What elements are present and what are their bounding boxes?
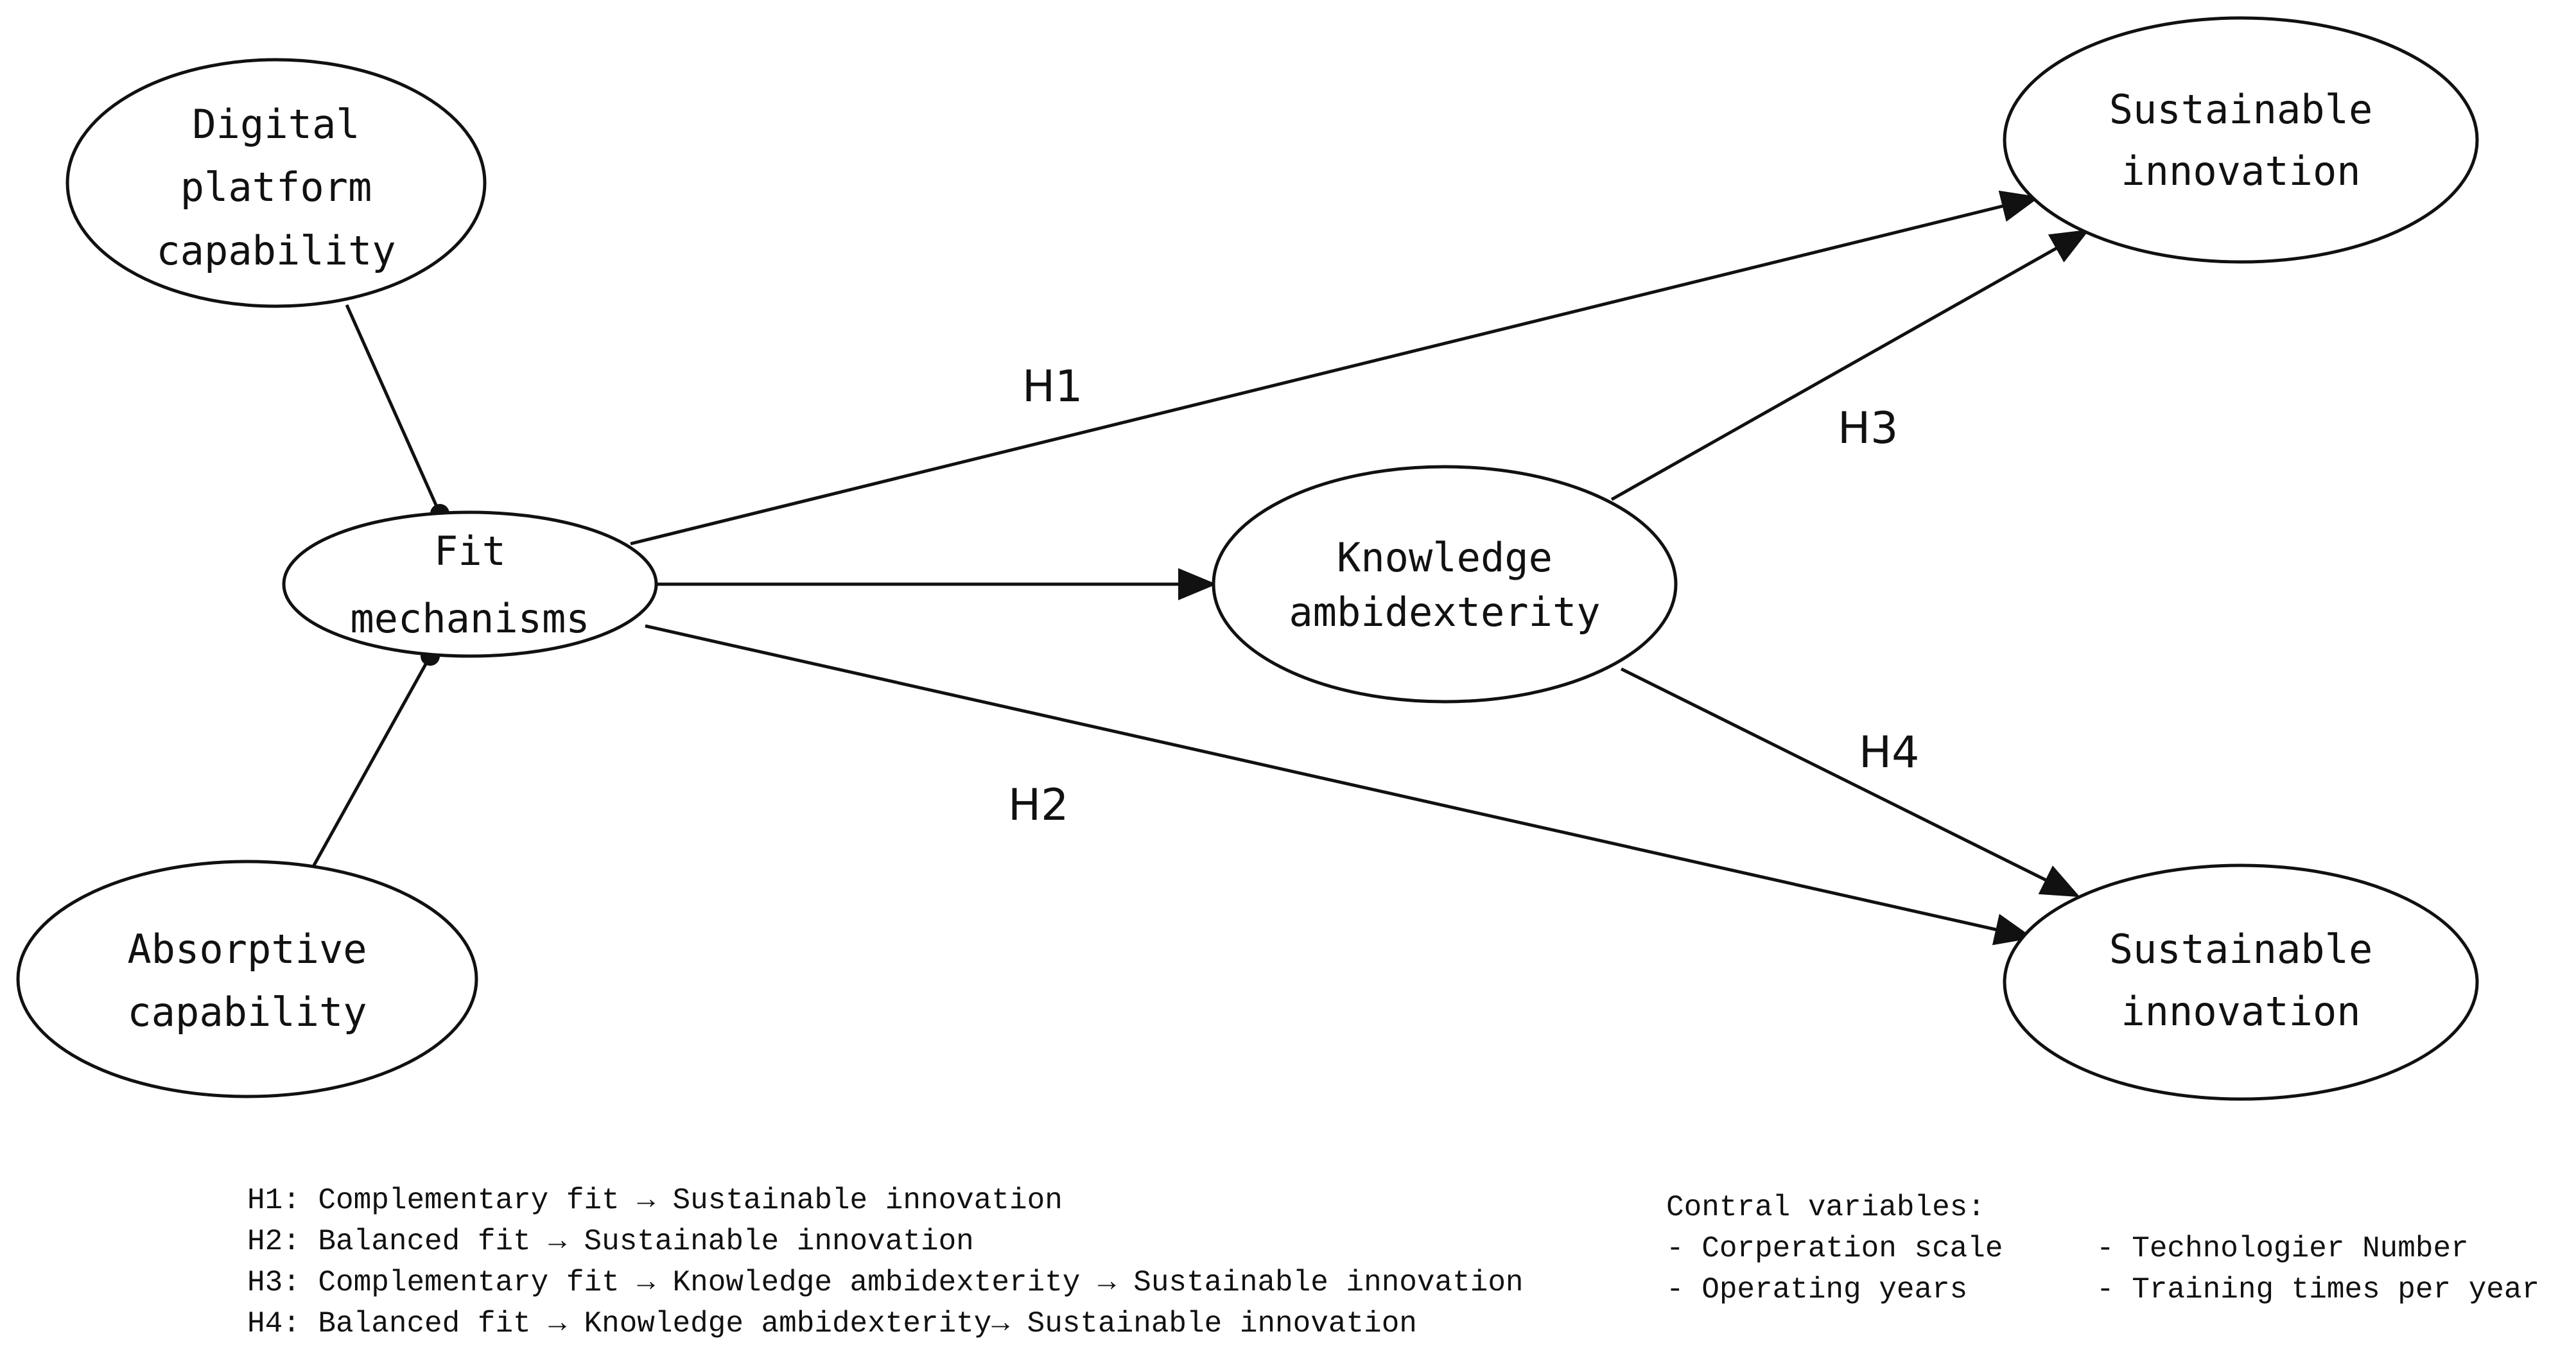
node-absorptive-capability: Absorptive capability bbox=[16, 860, 478, 1098]
edge-absorptive-to-fit bbox=[309, 655, 432, 871]
node-sustainable-innovation-bottom: Sustainable innovation bbox=[2003, 863, 2479, 1101]
legend-h1: H1: Complementary fit → Sustainable inno… bbox=[247, 1184, 1063, 1217]
node-knowledge-line-2: ambidexterity bbox=[1289, 589, 1600, 636]
node-fit-line-2: mechanisms bbox=[350, 595, 589, 642]
node-knowledge-ambidexterity: Knowledge ambidexterity bbox=[1212, 465, 1678, 704]
legend-h4: H4: Balanced fit → Knowledge ambidexteri… bbox=[247, 1307, 1417, 1340]
node-digital-platform-capability: Digital platform capability bbox=[65, 58, 487, 308]
edge-label-h4: H4 bbox=[1859, 727, 1919, 778]
node-sustainable-bottom-line-1: Sustainable bbox=[2109, 926, 2373, 973]
edge-h4-knowledge-to-sustainable-bottom bbox=[1620, 667, 2080, 897]
node-digital-platform-line-3: capability bbox=[156, 227, 396, 274]
node-digital-platform-line-2: platform bbox=[180, 164, 372, 211]
control-variable-operating-years: - Operating years bbox=[1666, 1273, 1967, 1306]
control-variables-title: Contral variables: bbox=[1666, 1191, 1985, 1224]
edge-label-h2: H2 bbox=[1008, 780, 1068, 831]
node-fit-mechanisms: Fit mechanisms bbox=[282, 510, 658, 658]
node-fit-line-1: Fit bbox=[434, 528, 506, 575]
node-absorptive-line-2: capability bbox=[127, 989, 367, 1036]
edge-label-h3: H3 bbox=[1838, 403, 1898, 454]
node-absorptive-line-1: Absorptive bbox=[127, 926, 367, 973]
edge-h3-knowledge-to-sustainable-top bbox=[1610, 229, 2090, 501]
node-digital-platform-line-1: Digital bbox=[192, 101, 360, 148]
node-sustainable-top-line-2: innovation bbox=[2121, 148, 2360, 195]
edge-label-h1: H1 bbox=[1022, 361, 1083, 412]
node-knowledge-line-1: Knowledge bbox=[1337, 534, 1553, 581]
legend-h3: H3: Complementary fit → Knowledge ambide… bbox=[247, 1266, 1524, 1299]
hypotheses-legend: H1: Complementary fit → Sustainable inno… bbox=[247, 1184, 1524, 1340]
edge-h1-fit-to-sustainable-top bbox=[630, 190, 2040, 546]
edge-digital-to-fit bbox=[345, 304, 442, 515]
edge-h2-fit-to-sustainable-bottom bbox=[645, 624, 2033, 946]
node-sustainable-top-line-1: Sustainable bbox=[2109, 86, 2373, 133]
node-sustainable-bottom-line-2: innovation bbox=[2121, 988, 2360, 1035]
control-variable-training-times: - Training times per year bbox=[2096, 1273, 2539, 1306]
control-variables: Contral variables: - Corperation scale -… bbox=[1666, 1191, 2539, 1306]
control-variable-corperation-scale: - Corperation scale bbox=[1666, 1232, 2003, 1265]
control-variable-technologier-number: - Technologier Number bbox=[2096, 1232, 2469, 1265]
node-sustainable-innovation-top: Sustainable innovation bbox=[2003, 16, 2479, 264]
legend-h2: H2: Balanced fit → Sustainable innovatio… bbox=[247, 1225, 974, 1258]
